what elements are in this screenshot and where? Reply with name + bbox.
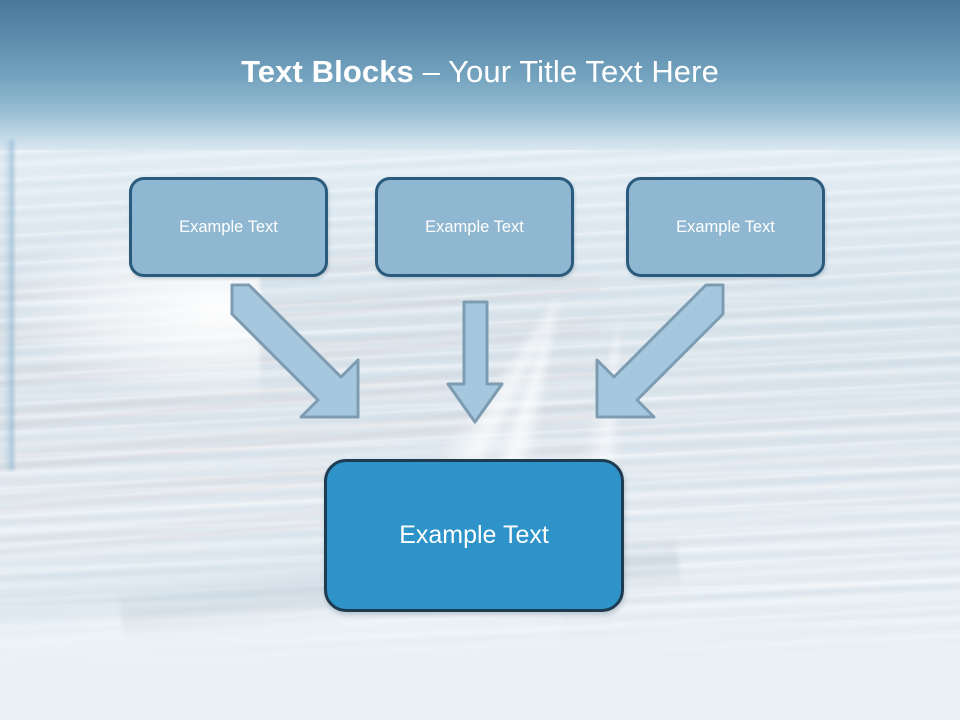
text-block-2[interactable]: Example Text [375,177,574,277]
slide-title: Text Blocks – Your Title Text Here [0,52,960,92]
background-right-edge-strip [0,140,14,470]
result-block-label: Example Text [399,521,549,549]
result-block[interactable]: Example Text [324,459,624,612]
slide-title-separator: – [413,54,449,89]
arrow-down-right-icon [230,283,360,419]
slide-title-bold: Text Blocks [241,54,414,89]
text-block-3[interactable]: Example Text [626,177,825,277]
text-block-2-label: Example Text [425,217,524,236]
background-lower-wash [0,600,960,720]
text-block-3-label: Example Text [676,217,775,236]
slide-title-normal: Your Title Text Here [448,54,719,89]
arrow-down-icon [446,300,504,424]
text-block-1[interactable]: Example Text [129,177,328,277]
text-block-1-label: Example Text [179,217,278,236]
arrow-down-left-icon [595,283,725,419]
